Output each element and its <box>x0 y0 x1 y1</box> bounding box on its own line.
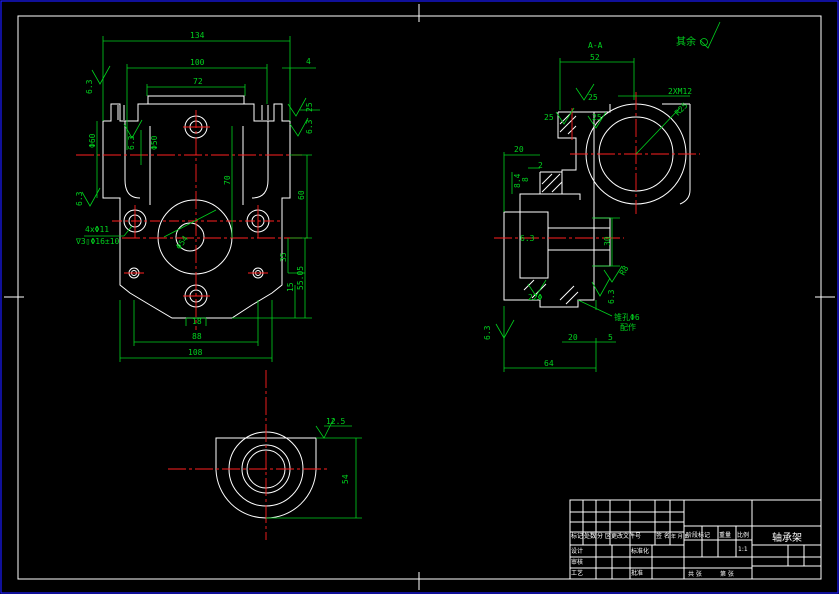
tb-count: 处数 <box>584 532 596 540</box>
other-roughness-label: 其余 <box>676 35 696 48</box>
dim-6-3-left: 6.3 <box>483 325 492 340</box>
roughness-6-3-a: 6.3 <box>85 79 94 94</box>
front-view: 134 100 72 4 Φ60 Φ50 70 60 35 55.05 15 Φ… <box>75 31 320 362</box>
tb-scale: 比例 <box>737 531 749 539</box>
tb-design: 设计 <box>571 547 583 555</box>
section-view: A-A 其余 52 2XM12 R25 25 25 25 20 8.4 8 2 … <box>483 21 721 372</box>
tb-date: 年 月 日 <box>671 533 689 540</box>
dim-20-bottom: 20 <box>568 333 578 342</box>
top-centerlines <box>168 370 330 540</box>
dim-2xm12: 2XM12 <box>668 87 692 96</box>
top-dimensions <box>266 417 362 519</box>
dim-64: 64 <box>544 359 554 368</box>
tb-approve: 批准 <box>631 569 643 577</box>
dim-88: 88 <box>192 332 202 341</box>
holes-note: 4xΦ11 <box>85 225 109 234</box>
tb-standardize: 标准化 <box>631 547 649 555</box>
roughness-6-3-b: 6.3 <box>75 191 84 206</box>
roughness-6-3-d: 6.3 <box>305 119 314 134</box>
section-centerlines <box>494 92 700 239</box>
dim-25-a: 25 <box>588 93 598 102</box>
tb-review: 审核 <box>571 558 583 566</box>
dim-55-05: 55.05 <box>296 266 305 290</box>
counterbore-note: ∇3▯Φ16±10 <box>75 237 120 246</box>
tb-change-doc: 更改文件号 <box>611 532 641 540</box>
top-view: 12.5 54 <box>168 370 362 540</box>
dim-8: 8 <box>521 177 530 182</box>
tb-signature: 签 名 <box>656 532 670 540</box>
dim-6-3: 6.3 <box>520 234 535 243</box>
dim-54: 54 <box>341 474 350 484</box>
taper-pin-note: 锥孔Φ6 <box>614 312 640 322</box>
dim-70: 70 <box>223 175 232 185</box>
dim-phi60: Φ60 <box>88 133 97 148</box>
front-centerlines <box>76 110 310 330</box>
dim-5: 5 <box>608 333 613 342</box>
dim-22: 22Φ <box>528 293 543 302</box>
dim-60: 60 <box>297 190 306 200</box>
section-hatching <box>523 113 579 305</box>
tb-sheet-no: 第 张 <box>720 570 734 578</box>
tb-weight: 重量 <box>719 531 731 539</box>
section-title: A-A <box>588 41 603 50</box>
dim-52: 52 <box>590 53 600 62</box>
section-dimensions <box>495 21 721 372</box>
roughness-12-5: 12.5 <box>326 417 345 426</box>
front-outline <box>102 95 291 319</box>
dim-134: 134 <box>190 31 205 40</box>
dim-35: 35 <box>279 252 288 262</box>
dim-r8: R8 <box>618 264 631 277</box>
dim-phi50: Φ50 <box>150 135 159 150</box>
dim-20-top: 20 <box>514 145 524 154</box>
dim-2: 2 <box>538 161 543 170</box>
tb-process: 工艺 <box>571 569 583 577</box>
centering-marks <box>4 4 835 590</box>
dim-108: 108 <box>188 348 203 357</box>
dim-30: 30 <box>603 236 612 246</box>
dim-15: 15 <box>286 282 295 292</box>
title-block <box>569 499 822 580</box>
roughness-6-3-c: 6.3 <box>127 135 136 150</box>
tb-scale-value: 1:1 <box>738 546 748 553</box>
dim-25-c: 25 <box>592 113 602 122</box>
dim-6-3-right: 6.3 <box>607 289 616 304</box>
front-dimensions <box>81 36 320 362</box>
dim-8-4: 8.4 <box>513 173 522 188</box>
dim-100: 100 <box>190 58 205 67</box>
dim-25-b: 25 <box>544 113 554 122</box>
tb-mark: 标记 <box>571 532 583 540</box>
tb-sheet-total: 共 张 <box>688 570 702 578</box>
tb-stage: 阶段标记 <box>686 531 710 539</box>
taper-pin-note-2: 配作 <box>620 322 636 332</box>
dim-72: 72 <box>193 77 203 86</box>
tb-zone: 分 区 <box>597 532 611 540</box>
part-name: 轴承架 <box>772 531 802 544</box>
dim-18: 18 <box>192 317 202 326</box>
roughness-25: 25 <box>305 102 314 112</box>
dim-4: 4 <box>306 57 311 66</box>
